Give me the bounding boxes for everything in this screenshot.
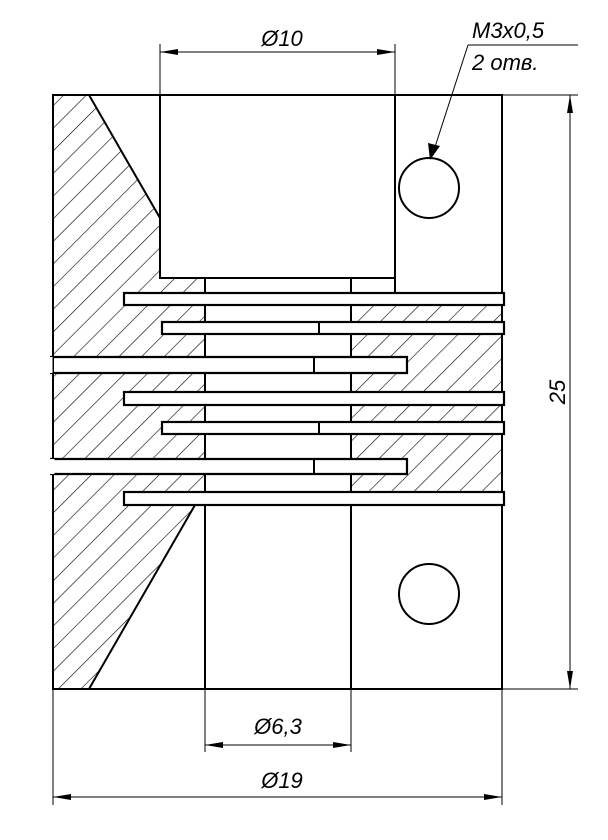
dimension-text: 25 — [545, 379, 570, 405]
dimension-text: Ø19 — [260, 768, 303, 793]
callout-thread: M3x0,5 — [472, 18, 545, 43]
dimension-outer: Ø19 — [52, 689, 503, 805]
threaded-hole-top — [398, 157, 460, 219]
dimension-text: Ø6,3 — [253, 714, 302, 739]
dimension-bore-top: Ø10 — [159, 26, 396, 95]
dimension-text: Ø10 — [260, 26, 303, 51]
threaded-hole-bottom — [398, 563, 460, 625]
dimension-height: 25 — [502, 94, 578, 690]
top-bore — [159, 94, 396, 279]
callout-count: 2 отв. — [471, 50, 539, 75]
dimension-bore-bottom: Ø6,3 — [204, 689, 352, 752]
body-outline — [52, 94, 503, 690]
thread-callout: M3x0,5 2 отв. — [428, 18, 578, 160]
slots — [49, 291, 506, 507]
